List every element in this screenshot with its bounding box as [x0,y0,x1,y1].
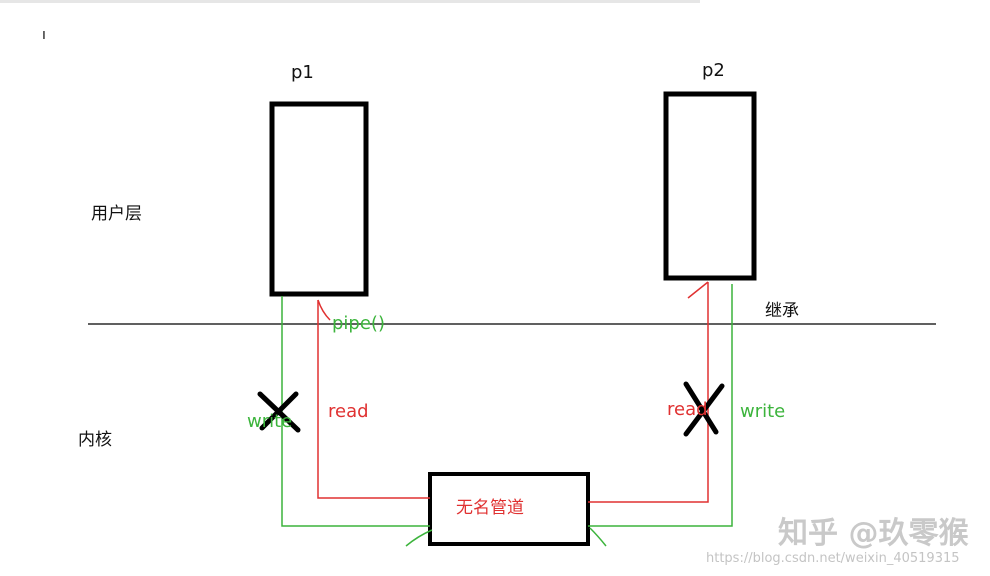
p2-write-arrow [589,527,607,547]
p1-write-line [281,296,430,527]
p2-read-cross-mark [683,381,725,437]
pipe-call-label: pipe() [332,313,385,334]
p1-read-label: read [328,401,369,422]
p1-write-arrow [405,529,433,547]
p2-label: p2 [702,60,725,81]
watermark-brand: 知乎 @玖零猴 [778,516,969,551]
anon-pipe-box [428,472,590,546]
p2-read-label: read [667,399,708,420]
user-layer-label: 用户层 [91,204,142,224]
p2-write-line [588,284,733,527]
p1-read-line [317,300,430,499]
stray-mark: ı [42,27,46,43]
process-p2-box [663,91,757,281]
p2-write-label: write [740,401,786,422]
kernel-label: 内核 [78,430,112,450]
anon-pipe-label: 无名管道 [456,498,524,518]
inherit-label: 继承 [765,301,799,321]
watermark-url: https://blog.csdn.net/weixin_40519315 [706,551,960,566]
p1-write-label: write [247,411,293,432]
process-p1-box [269,101,369,297]
p1-read-arrow [317,299,331,321]
p2-read-arrow [687,281,709,299]
p2-read-line [588,282,709,503]
p1-label: p1 [291,62,314,83]
top-edge-artifact [0,0,700,3]
p1-write-cross-mark [257,391,301,433]
